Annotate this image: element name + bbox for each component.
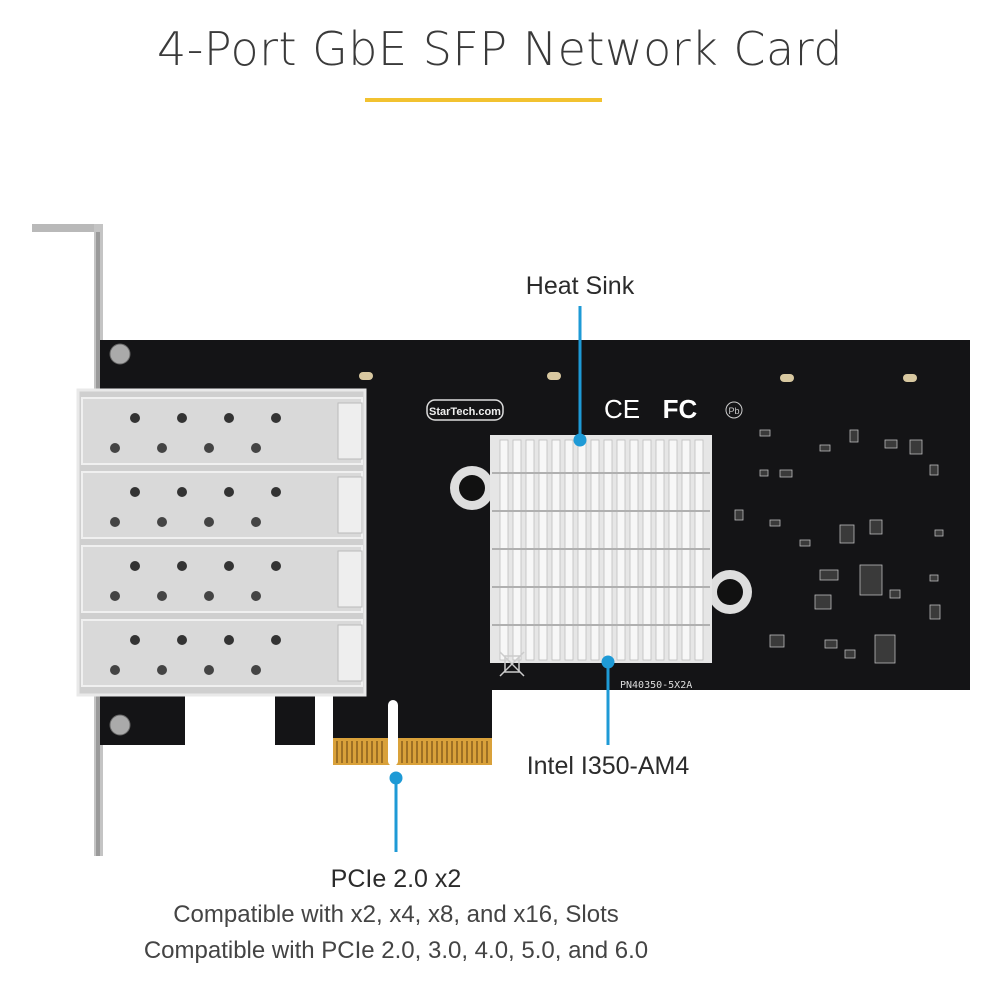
sfp-cage — [76, 388, 367, 697]
screw-bottom — [109, 714, 131, 736]
page-title: 4-Port GbE SFP Network Card — [156, 22, 844, 76]
compat-pcie-text: Compatible with PCIe 2.0, 3.0, 4.0, 5.0,… — [143, 937, 649, 964]
svg-text:Pb: Pb — [728, 406, 739, 416]
title-underline — [365, 98, 602, 102]
heat-sink-label: Heat Sink — [525, 272, 635, 300]
gold-fingers — [333, 700, 492, 766]
callout-lines — [389, 306, 615, 852]
brand-logo: StarTech.com — [429, 406, 501, 418]
part-number: PN40350-5X2A — [620, 680, 692, 691]
chipset-label: Intel I350-AM4 — [526, 752, 690, 780]
pb-free-mark — [725, 401, 743, 419]
heat-sink — [450, 435, 752, 663]
screw-top — [109, 343, 131, 365]
interface-label: PCIe 2.0 x2 — [330, 865, 462, 893]
fcc-mark: FC — [663, 394, 698, 424]
ce-mark: CE — [604, 394, 640, 424]
compat-slots-text: Compatible with x2, x4, x8, and x16, Slo… — [173, 901, 619, 928]
weee-icon — [499, 651, 525, 677]
